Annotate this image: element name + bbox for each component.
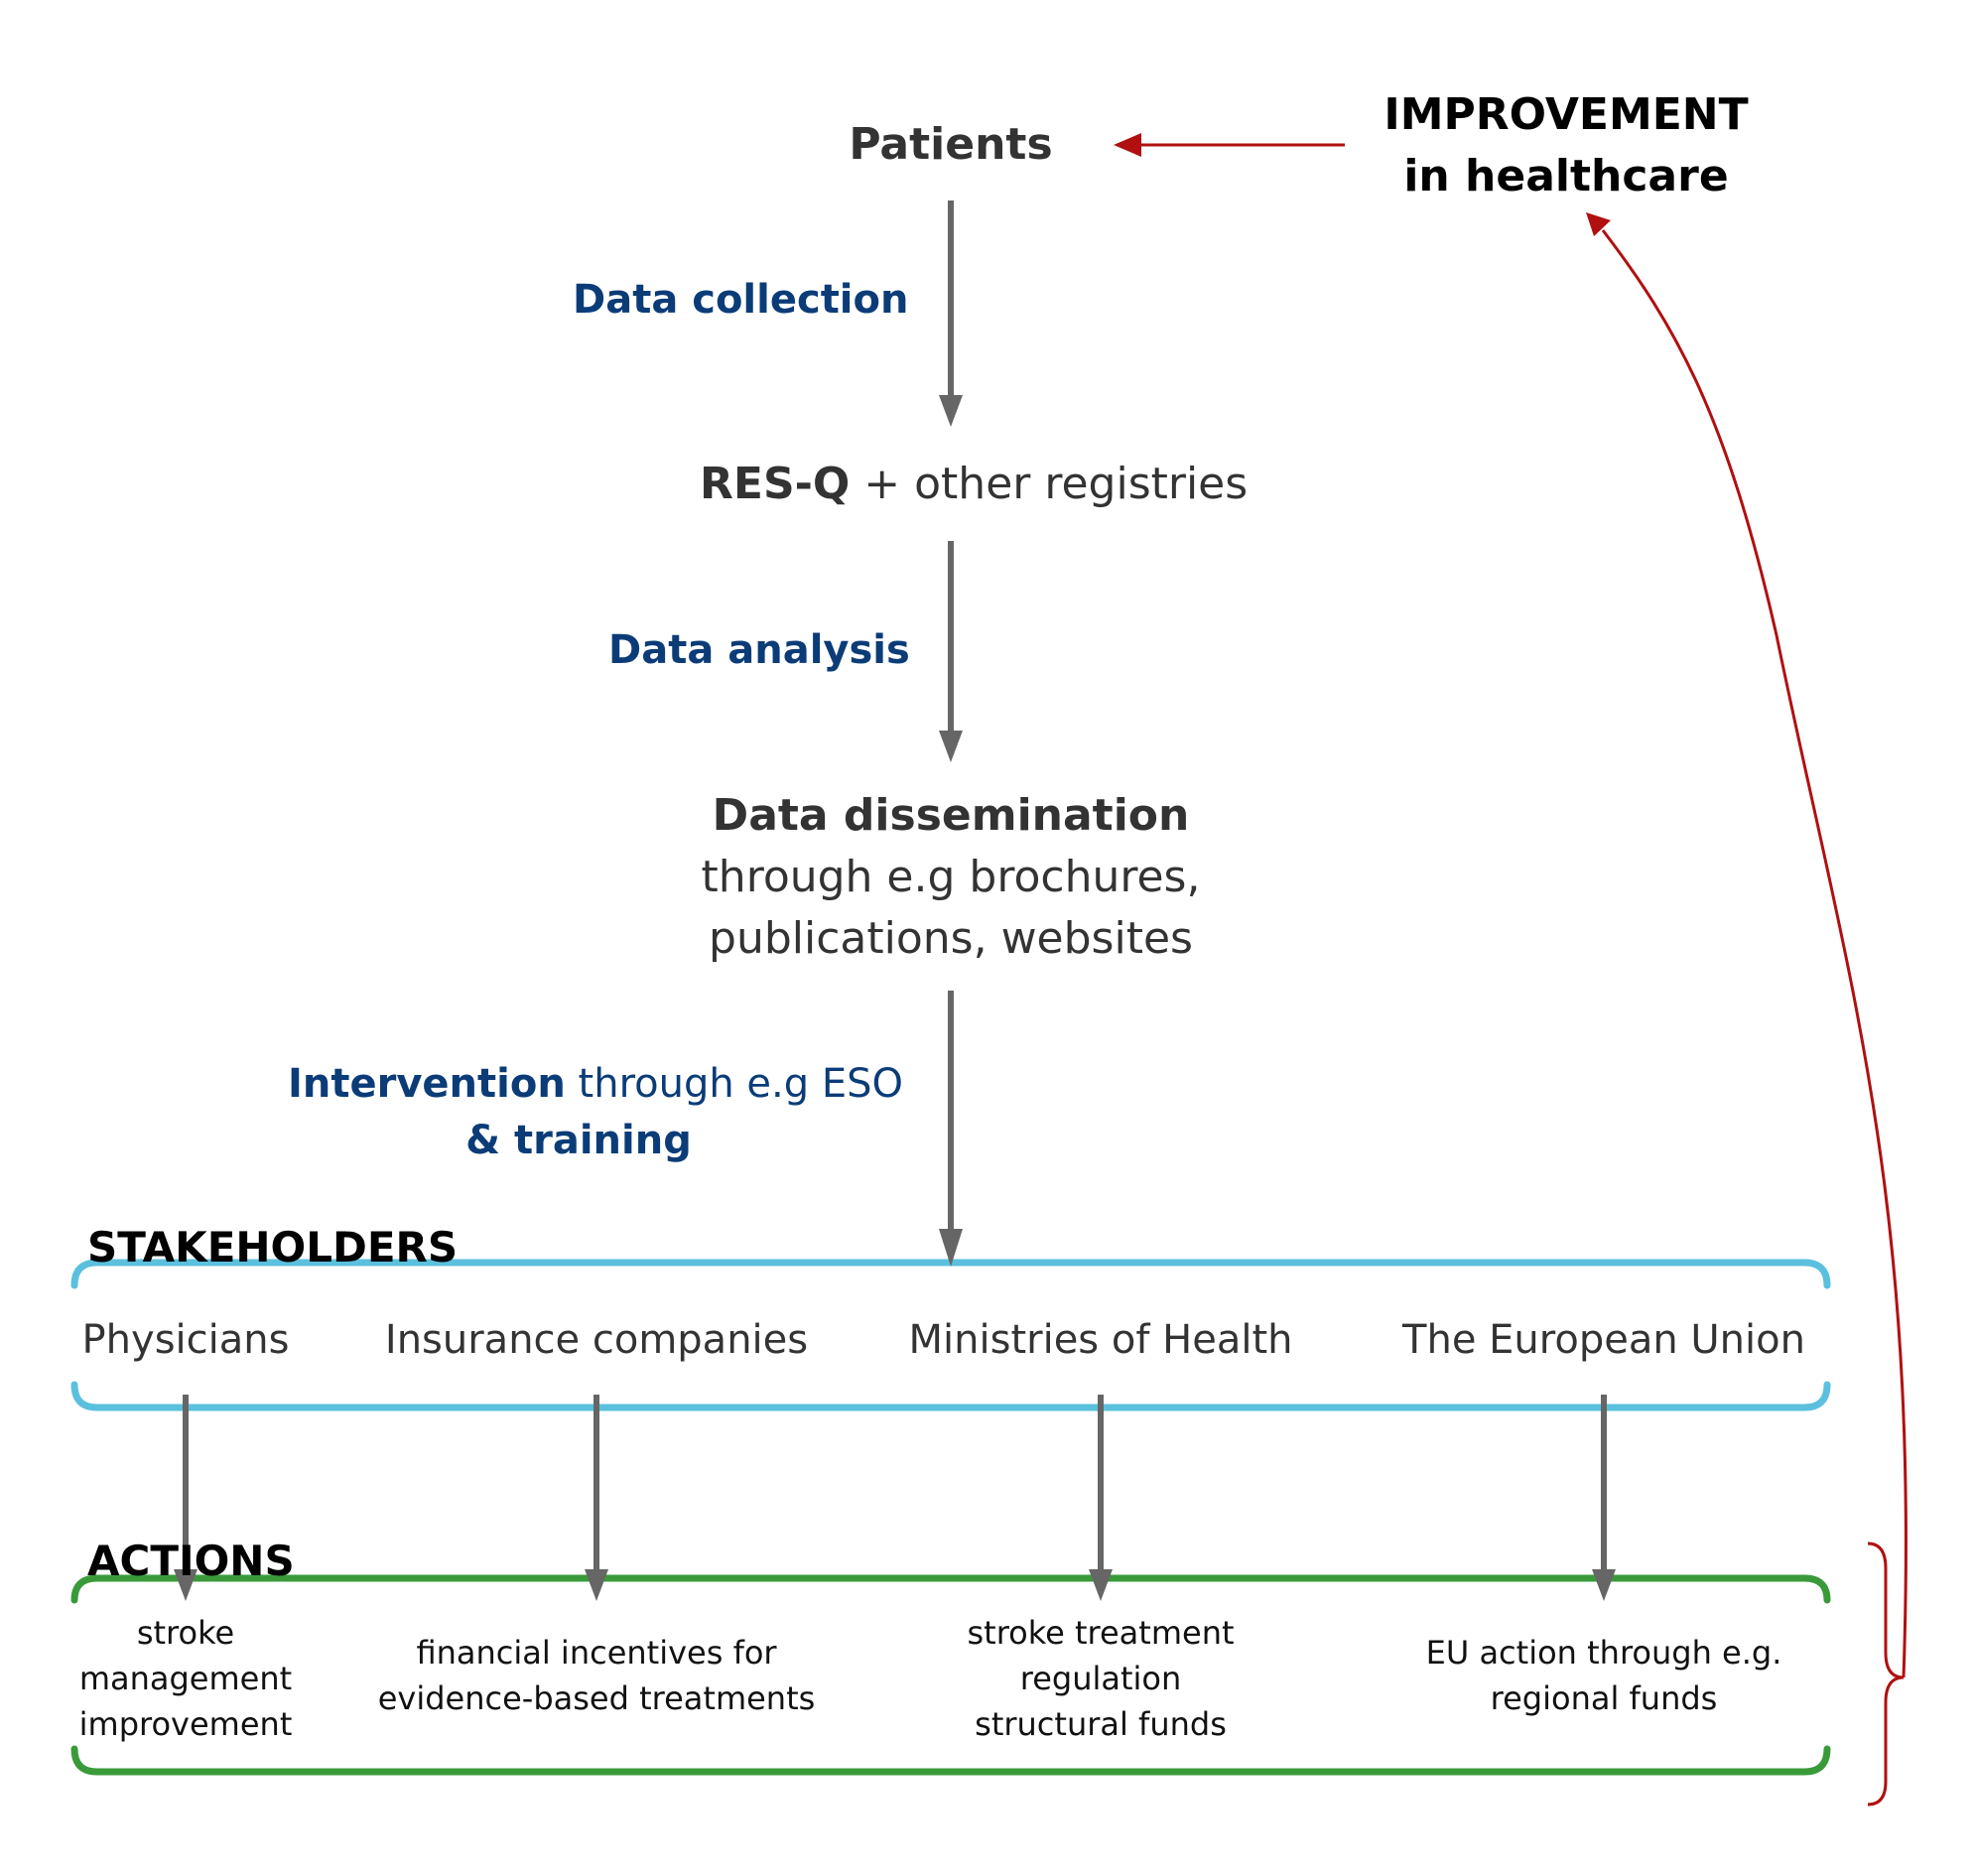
action-line: structural funds — [975, 1705, 1227, 1743]
action-line: regulation — [1019, 1660, 1182, 1697]
node-dissemination-title: Data dissemination — [712, 790, 1190, 841]
stakeholders-heading: STAKEHOLDERS — [87, 1223, 459, 1272]
arrowhead-action-2 — [585, 1569, 608, 1601]
arrowhead-action-4 — [1592, 1569, 1616, 1601]
stakeholder-insurance: Insurance companies — [384, 1317, 809, 1363]
intervention-rest: through e.g ESO — [565, 1061, 903, 1107]
arrowhead-action-3 — [1089, 1569, 1113, 1601]
actions-heading: ACTIONS — [87, 1537, 295, 1585]
intervention-label: Intervention — [288, 1061, 566, 1107]
action-line: evidence-based treatments — [377, 1679, 816, 1717]
action-line: stroke treatment — [967, 1614, 1235, 1652]
arrowhead-dissemination — [939, 731, 963, 762]
arrowhead-action-1 — [174, 1569, 198, 1601]
action-eu: EU action through e.g. regional funds — [1426, 1630, 1782, 1721]
resq-rest: + other registries — [850, 459, 1249, 509]
arrowhead-resq — [939, 395, 963, 427]
action-line: improvement — [78, 1705, 293, 1743]
arrowhead-stakeholders — [939, 1229, 963, 1267]
action-physicians: stroke management improvement — [79, 1610, 293, 1747]
feedback-arrows — [1114, 133, 1908, 1807]
action-line: management — [78, 1660, 293, 1697]
node-patients: Patients — [849, 119, 1053, 170]
brace-actions — [1867, 1541, 1905, 1807]
arrowhead-patients — [1114, 133, 1141, 157]
stakeholder-eu: The European Union — [1402, 1317, 1805, 1363]
arrowhead-improvement — [1586, 212, 1611, 236]
node-improvement-line2: in healthcare — [1403, 151, 1729, 201]
edge-label-data-collection: Data collection — [573, 277, 909, 323]
actions-box — [70, 1574, 1831, 1776]
main-flow-arrows — [174, 201, 1616, 1601]
node-dissemination-line3: publications, websites — [709, 913, 1193, 964]
node-dissemination-line2: through e.g brochures, — [701, 852, 1201, 902]
action-insurance: financial incentives for evidence-based … — [378, 1630, 816, 1721]
node-improvement-line1: IMPROVEMENT — [1383, 89, 1749, 140]
node-resq: RES-Q + other registries — [700, 457, 1248, 512]
edge-label-data-analysis: Data analysis — [608, 627, 910, 673]
resq-label: RES-Q — [700, 459, 851, 509]
action-ministries: stroke treatment regulation structural f… — [967, 1610, 1234, 1747]
edge-label-training: & training — [465, 1118, 692, 1163]
action-line: EU action through e.g. — [1425, 1634, 1782, 1672]
action-line: stroke — [136, 1614, 235, 1652]
stakeholder-physicians: Physicians — [81, 1317, 290, 1363]
edge-label-intervention: Intervention through e.g ESO — [288, 1059, 903, 1109]
action-line: financial incentives for — [416, 1634, 777, 1672]
action-line: regional funds — [1490, 1679, 1718, 1717]
curve-actions-to-improvement — [1601, 229, 1908, 1678]
stakeholder-ministries: Ministries of Health — [908, 1317, 1293, 1363]
